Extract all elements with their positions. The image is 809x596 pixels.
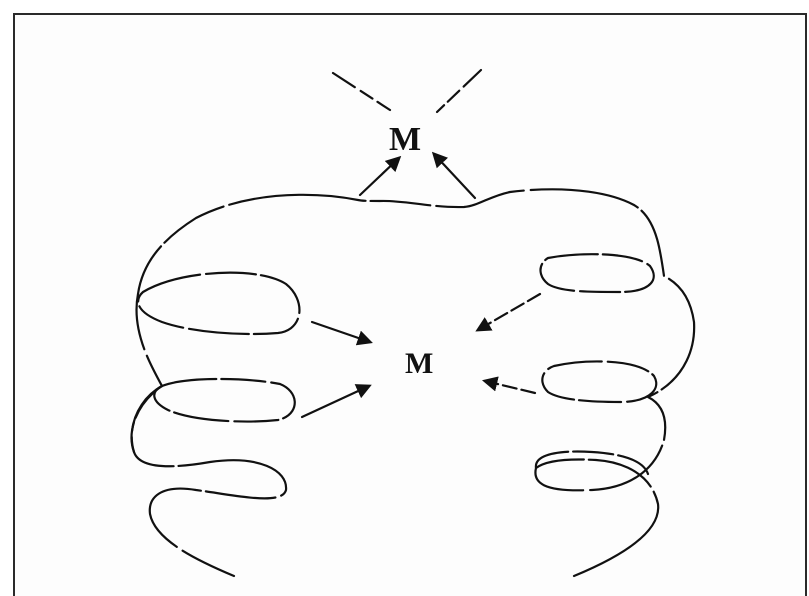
arrow-center-lower-left [302,386,369,417]
upper-left-line [333,73,390,110]
arrow-top-right [434,154,475,198]
right-lobe-upper [541,254,654,292]
arrow-center-lower-right [485,381,535,393]
label-center-m: M [405,349,433,379]
upper-right-line [437,70,481,112]
body-outline [132,189,694,576]
left-lobe-middle [154,379,294,422]
arrow-top-left [360,158,399,195]
label-top-m: M [389,123,421,157]
left-lobe-lower-outline [132,386,162,452]
right-lobe-middle [542,361,656,402]
arrow-center-upper-left [312,322,370,342]
left-lobe-upper [138,273,299,334]
arrow-center-upper-right [478,294,540,330]
